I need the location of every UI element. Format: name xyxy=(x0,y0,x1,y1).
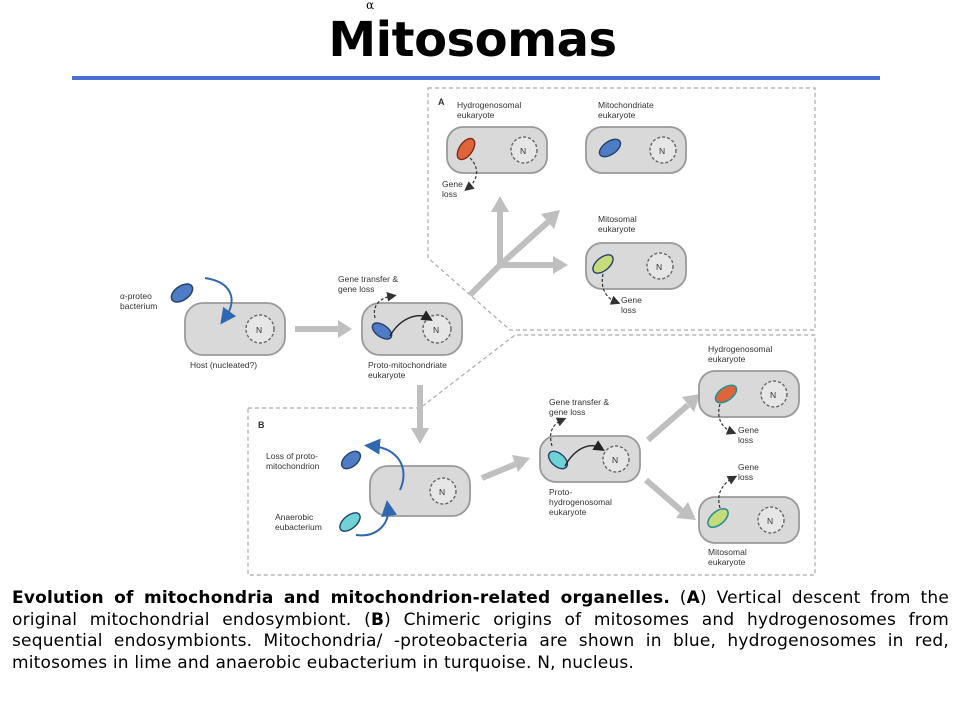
svg-text:Mitosomal: Mitosomal xyxy=(598,214,637,224)
a-mitosomal-cell: N xyxy=(585,242,687,290)
b-lost-mitochondrion xyxy=(340,450,362,470)
evolution-diagram: A B N α-proteo bacterium Host (nucleated… xyxy=(120,87,816,576)
svg-text:gene loss: gene loss xyxy=(549,407,585,417)
b-central-cell: N xyxy=(369,465,471,517)
nucleus-label: N xyxy=(256,325,262,335)
a-gene-loss-arrow-2 xyxy=(601,273,621,305)
svg-text:Gene: Gene xyxy=(738,425,759,435)
svg-text:mitochondrion: mitochondrion xyxy=(266,461,320,471)
svg-text:loss: loss xyxy=(738,435,753,445)
b-loss-arrow xyxy=(364,438,405,491)
caption-seg2: ) Vertical descent from the original mit… xyxy=(12,588,949,630)
svg-text:Anaerobic: Anaerobic xyxy=(275,512,314,522)
panel-a-border xyxy=(427,87,816,331)
caption-seg3: ) Chimeric origins of mitosomes and hydr… xyxy=(12,609,949,673)
svg-text:N: N xyxy=(612,455,618,465)
svg-text:Proto-: Proto- xyxy=(549,487,572,497)
page-title: Mitosomas xyxy=(328,12,617,68)
blue-curve-arrow-1 xyxy=(204,277,237,325)
svg-text:Mitosomal: Mitosomal xyxy=(708,547,747,557)
svg-text:Loss of proto-: Loss of proto- xyxy=(266,451,318,461)
svg-text:Gene transfer &: Gene transfer & xyxy=(549,397,609,407)
svg-text:Gene: Gene xyxy=(621,295,642,305)
svg-text:eukaryote: eukaryote xyxy=(708,557,746,567)
dashed-arrow-gene-transfer-1 xyxy=(373,292,397,319)
svg-text:N: N xyxy=(439,487,445,497)
b-mitosomal-cell: N xyxy=(698,496,800,544)
caption-b: B xyxy=(370,609,385,630)
a-gene-loss-arrow-1 xyxy=(464,157,478,192)
svg-text:loss: loss xyxy=(442,189,457,199)
svg-text:Gene transfer &: Gene transfer & xyxy=(338,274,398,284)
svg-text:Hydrogenosomal: Hydrogenosomal xyxy=(457,100,521,110)
svg-text:N: N xyxy=(520,146,526,156)
svg-text:gene loss: gene loss xyxy=(338,284,374,294)
svg-text:Gene: Gene xyxy=(738,462,759,472)
svg-text:eukaryote: eukaryote xyxy=(549,507,587,517)
alpha-glyph: α xyxy=(366,0,375,12)
svg-text:loss: loss xyxy=(738,472,753,482)
title-underline xyxy=(72,76,880,80)
svg-text:N: N xyxy=(656,262,662,272)
svg-text:eubacterium: eubacterium xyxy=(275,522,322,532)
svg-text:N: N xyxy=(767,516,773,526)
alpha-proteobacterium xyxy=(170,283,194,303)
svg-text:eukaryote: eukaryote xyxy=(368,370,406,380)
svg-text:hydrogenosomal: hydrogenosomal xyxy=(549,497,612,507)
b-anaerobic-eubacterium xyxy=(339,512,361,532)
host-cell: N xyxy=(184,302,286,356)
a-hydrogenosomal-cell: N xyxy=(446,126,548,174)
svg-text:eukaryote: eukaryote xyxy=(457,110,495,120)
caption-a: A xyxy=(686,588,701,608)
panel-a-label: A xyxy=(438,97,445,107)
caption-bold-lead: Evolution of mitochondria and mitochondr… xyxy=(12,588,670,608)
svg-text:N: N xyxy=(659,146,665,156)
svg-text:eukaryote: eukaryote xyxy=(708,354,746,364)
svg-text:eukaryote: eukaryote xyxy=(598,110,636,120)
host-label: Host (nucleated?) xyxy=(190,360,257,370)
caption-seg1: ( xyxy=(669,588,687,608)
svg-text:N: N xyxy=(770,390,776,400)
proto-mito-cell: N xyxy=(361,302,463,356)
panel-b-label: B xyxy=(258,420,265,430)
svg-text:eukaryote: eukaryote xyxy=(598,224,636,234)
svg-text:Mitochondriate: Mitochondriate xyxy=(598,100,654,110)
alpha-proteo-label-2: bacterium xyxy=(120,301,157,311)
b-anaerobic-arrow xyxy=(355,500,398,537)
gray-arrow-to-panel-a xyxy=(467,262,503,298)
black-curve-arrow-1 xyxy=(389,310,433,337)
svg-text:Gene: Gene xyxy=(442,179,463,189)
svg-text:Proto-mitochondriate: Proto-mitochondriate xyxy=(368,360,447,370)
alpha-proteo-label-1: α-proteo xyxy=(120,291,152,301)
b-proto-hydrogenosomal-cell: N xyxy=(539,435,641,483)
figure-caption: Evolution of mitochondria and mitochondr… xyxy=(12,588,949,674)
a-mitochondriate-cell: N xyxy=(585,126,687,174)
svg-text:N: N xyxy=(433,325,439,335)
b-hydrogenosomal-cell: N xyxy=(698,370,800,418)
svg-text:Hydrogenosomal: Hydrogenosomal xyxy=(708,344,772,354)
svg-text:loss: loss xyxy=(621,305,636,315)
